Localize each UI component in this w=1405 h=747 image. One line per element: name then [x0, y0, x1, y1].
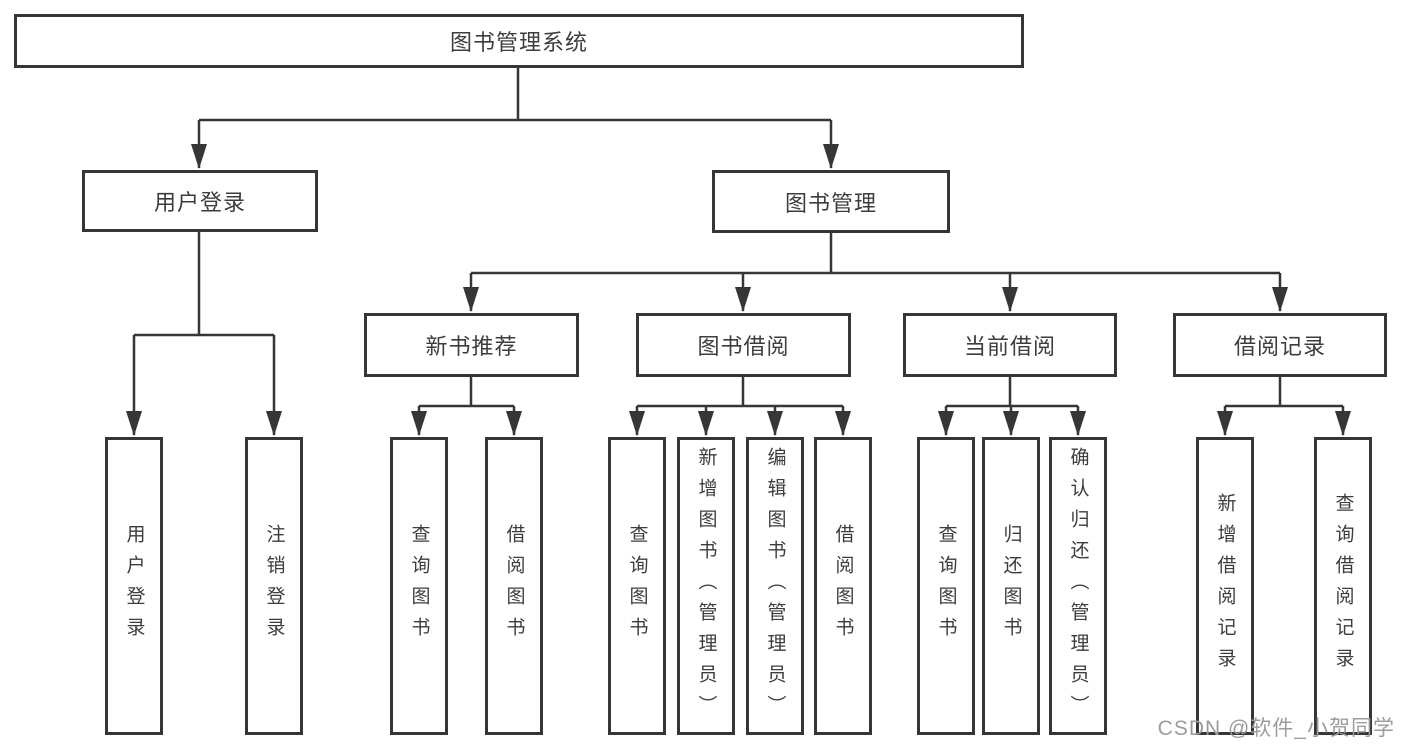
- leaf-confirm-return-admin-label: 确认归还（管理员）: [1067, 446, 1089, 726]
- node-borrowing-records-label: 借阅记录: [1233, 334, 1326, 359]
- node-new-book-recommend: 新书推荐: [364, 313, 579, 377]
- leaf-recommend-borrow-books-label: 借阅图书: [503, 524, 525, 648]
- node-library-management-system-label: 图书管理系统: [449, 30, 588, 55]
- node-library-management-system: 图书管理系统: [14, 14, 1024, 68]
- node-new-book-recommend-label: 新书推荐: [425, 334, 518, 359]
- leaf-confirm-return-admin: 确认归还（管理员）: [1049, 437, 1107, 735]
- node-book-management-label: 图书管理: [784, 190, 877, 216]
- leaf-add-books-admin: 新增图书（管理员）: [677, 437, 735, 735]
- leaf-current-query-books-label: 查询图书: [935, 524, 957, 648]
- node-user-login: 用户登录: [82, 170, 318, 232]
- leaf-query-borrow-record-label: 查询借阅记录: [1332, 493, 1354, 679]
- leaf-edit-books-admin-label: 编辑图书（管理员）: [764, 446, 786, 726]
- leaf-user-login-label: 用户登录: [123, 524, 145, 648]
- leaf-borrowing-query-books-label: 查询图书: [626, 524, 648, 648]
- leaf-borrow-books-label: 借阅图书: [832, 524, 854, 648]
- leaf-recommend-borrow-books: 借阅图书: [485, 437, 543, 735]
- leaf-return-books-label: 归还图书: [1000, 524, 1022, 648]
- leaf-current-query-books: 查询图书: [917, 437, 975, 735]
- leaf-add-borrow-record-label: 新增借阅记录: [1214, 493, 1236, 679]
- node-book-management: 图书管理: [712, 170, 950, 233]
- leaf-borrowing-query-books: 查询图书: [608, 437, 666, 735]
- leaf-logout: 注销登录: [245, 437, 303, 735]
- node-current-borrowing: 当前借阅: [903, 313, 1117, 377]
- leaf-return-books: 归还图书: [982, 437, 1040, 735]
- node-current-borrowing-label: 当前借阅: [963, 334, 1056, 359]
- leaf-edit-books-admin: 编辑图书（管理员）: [746, 437, 804, 735]
- watermark: CSDN @软件_小贺同学: [1157, 717, 1395, 740]
- leaf-borrow-books: 借阅图书: [814, 437, 872, 735]
- leaf-logout-label: 注销登录: [263, 524, 285, 648]
- node-book-borrowing-label: 图书借阅: [697, 334, 790, 359]
- node-user-login-label: 用户登录: [153, 190, 246, 215]
- leaf-query-borrow-record: 查询借阅记录: [1314, 437, 1372, 735]
- node-book-borrowing: 图书借阅: [636, 313, 851, 377]
- leaf-add-borrow-record: 新增借阅记录: [1196, 437, 1254, 735]
- leaf-recommend-query-books-label: 查询图书: [408, 524, 430, 648]
- leaf-recommend-query-books: 查询图书: [390, 437, 448, 735]
- node-borrowing-records: 借阅记录: [1173, 313, 1387, 377]
- leaf-add-books-admin-label: 新增图书（管理员）: [695, 446, 717, 726]
- leaf-user-login: 用户登录: [105, 437, 163, 735]
